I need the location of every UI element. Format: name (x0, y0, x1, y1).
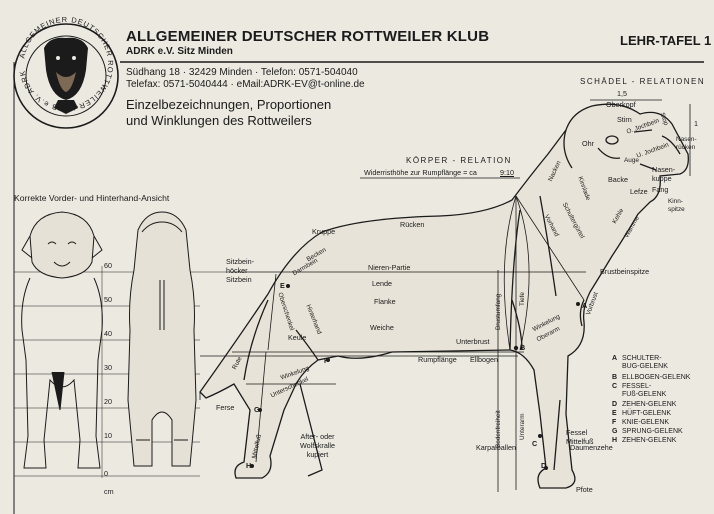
label-backe: Backe (608, 175, 628, 184)
label-fessel-mittelfuss: Fessel Mittelfuß (566, 428, 594, 446)
joint-marker-e: E (280, 281, 285, 290)
label-nierenpartie: Nieren-Partie (368, 263, 411, 272)
scale-tick-10: 10 (104, 431, 112, 440)
label-ferse: Ferse (216, 403, 235, 412)
joint-marker-f: F (324, 356, 329, 365)
club-subtitle: ADRK e.V. Sitz Minden (126, 46, 233, 57)
label-lende: Lende (372, 279, 392, 288)
legend-key-e: E (612, 410, 617, 417)
legend-key-d: D (612, 401, 618, 408)
label-afterkralle: After- oder Wolfskralle kupiert (300, 432, 336, 459)
skull-relation-title: SCHÄDEL - RELATIONEN (580, 77, 706, 86)
description-line-2: und Winklungen des Rottweilers (126, 113, 312, 128)
legend-text-c: FESSEL- FUß-GELENK (622, 383, 667, 398)
label-brustumfang: Brustumfang (495, 293, 502, 330)
body-ratio-label: Widerristhöhe zur Rumpflänge = ca (364, 168, 477, 177)
legend-key-c: C (612, 383, 618, 390)
label-sitzbein: Sitzbein (226, 275, 252, 284)
address-line: Südhang 18 · 32429 Minden · Telefon: 057… (126, 67, 358, 78)
label-auge: Auge (624, 157, 639, 164)
joint-marker-b: B (520, 343, 526, 352)
body-relation-title: KÖRPER - RELATION (406, 156, 512, 165)
legend-text-e: HÜFT-GELENK (622, 410, 672, 417)
label-sitzbeinhoecker: Sitzbein- höcker (226, 257, 254, 275)
label-oberkopf: Oberkopf (606, 100, 636, 109)
legend-text-a: SCHULTER- BUG-GELENK (622, 355, 668, 370)
label-tiefe: Tiefe (519, 292, 526, 306)
label-nasenkuppe: Nasen- kuppe (652, 165, 676, 183)
label-kinnspitze: Kinn- spitze (668, 198, 685, 213)
label-nasenruecken: Nasen- rücken (676, 136, 697, 151)
label-ohr: Ohr (582, 139, 594, 148)
label-daumenzehe: Daumenzehe (570, 443, 613, 452)
scale-tick-0: 0 (104, 469, 108, 478)
joint-marker-c: C (532, 439, 538, 448)
front-view-dog (21, 211, 103, 469)
plate-title: LEHR-TAFEL 1 (620, 33, 712, 48)
height-scale (14, 266, 232, 478)
label-brustbeinspitze: Brustbeinspitze (600, 267, 650, 276)
label-weiche: Weiche (370, 323, 394, 332)
label-flanke: Flanke (374, 297, 396, 306)
scale-unit: cm (104, 487, 114, 496)
scale-tick-20: 20 (104, 397, 112, 406)
label-karpalballen: Karpalballen (476, 443, 516, 452)
joint-marker-g: G (254, 405, 260, 414)
body-ratio-value: 9:10 (500, 168, 514, 177)
club-seal: ALLGEMEINER DEUTSCHER ROTTWEILER-KLUB e.… (13, 15, 119, 129)
label-unterbrust: Unterbrust (456, 337, 490, 346)
label-ruecken: Rücken (400, 220, 425, 229)
label-rumpflaenge: Rumpflänge (418, 355, 457, 364)
front-view-caption: Korrekte Vorder- und Hinterhand-Ansicht (14, 193, 170, 203)
contact-line: Telefax: 0571-5040444 · eMail:ADRK-EV@t-… (126, 79, 365, 90)
side-view-dog (199, 103, 689, 489)
proportion-lines (199, 99, 691, 492)
rear-view-dog (127, 211, 197, 467)
joint-marker-h: H (246, 461, 252, 470)
skull-ratio-top: 1,5 (617, 89, 627, 98)
scale-tick-40: 40 (104, 329, 112, 338)
label-keule: Keule (288, 333, 307, 342)
legend-key-g: G (612, 428, 618, 435)
legend-text-b: ELLBOGEN-GELENK (622, 374, 691, 381)
skull-ratio-right: 1 (694, 119, 698, 128)
scale-tick-30: 30 (104, 363, 112, 372)
legend-text-g: SPRUNG-GELENK (622, 428, 683, 435)
scale-tick-60: 60 (104, 261, 112, 270)
label-stirn: Stirn (617, 115, 632, 124)
legend-key-f: F (612, 419, 617, 426)
legend-key-a: A (612, 355, 618, 362)
label-pfote: Pfote (576, 485, 593, 494)
eagle-emblem-icon (54, 100, 78, 114)
legend-text-h: ZEHEN-GELENK (622, 437, 677, 444)
label-lefze: Lefze (630, 187, 648, 196)
label-kruppe: Kruppe (312, 227, 336, 236)
label-unterarm: Unterarm (519, 413, 526, 440)
legend-text-d: ZEHEN-GELENK (622, 401, 677, 408)
legend-key-b: B (612, 374, 618, 381)
label-ellbogen: Ellbogen (470, 355, 498, 364)
legend-text-f: KNIE-GELENK (622, 419, 670, 426)
description-line-1: Einzelbezeichnungen, Proportionen (126, 97, 332, 112)
joint-marker-d: D (541, 461, 547, 470)
scale-tick-50: 50 (104, 295, 112, 304)
joint-markers (250, 284, 580, 470)
club-name: ALLGEMEINER DEUTSCHER ROTTWEILER KLUB (126, 28, 490, 45)
legend-key-h: H (612, 437, 618, 444)
joint-marker-a: A (582, 301, 588, 310)
label-fang: Fang (652, 185, 669, 194)
rottweiler-head-icon (44, 37, 88, 100)
